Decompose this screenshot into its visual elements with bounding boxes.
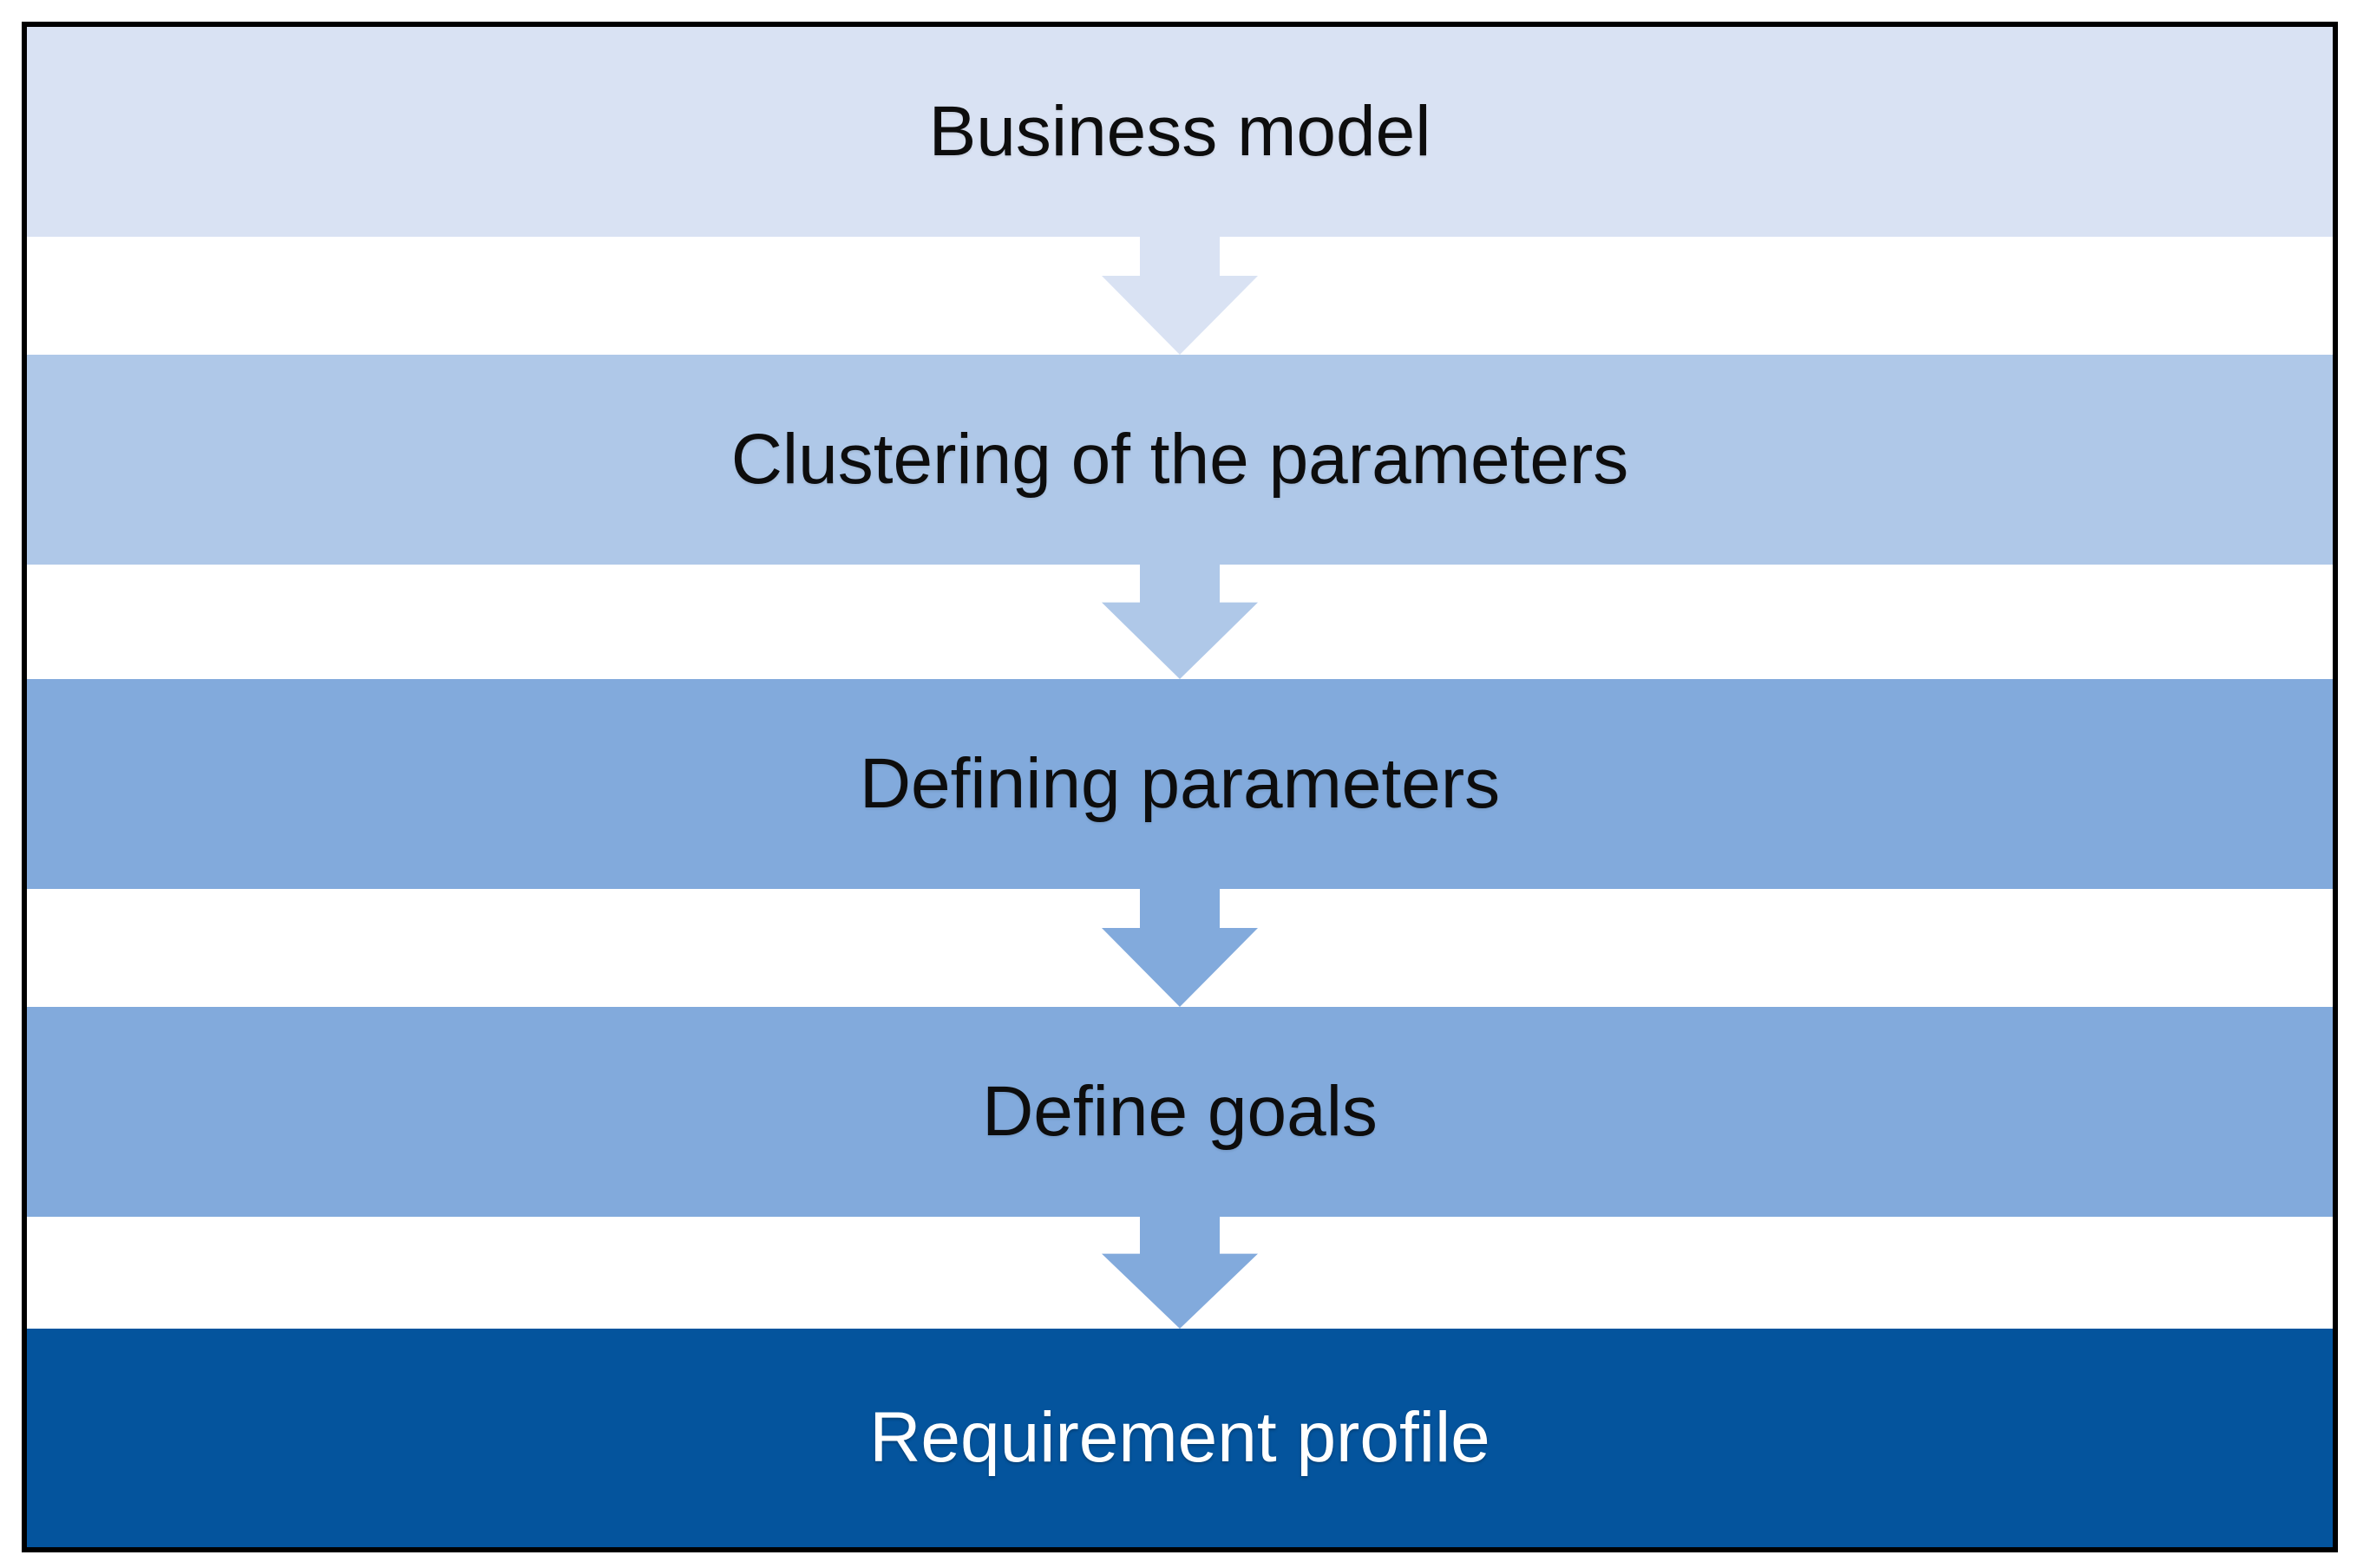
diagram-frame: Business model Clustering of the paramet… — [22, 22, 2338, 1552]
down-arrow-icon — [1102, 565, 1258, 679]
down-arrow-shape — [1102, 565, 1258, 679]
down-arrow-icon — [1102, 237, 1258, 355]
step-label: Define goals — [982, 1072, 1378, 1151]
step-label: Defining parameters — [859, 744, 1501, 823]
down-arrow-shape — [1102, 1217, 1258, 1329]
down-arrow-shape — [1102, 889, 1258, 1007]
down-arrow-icon — [1102, 889, 1258, 1007]
flow-arrow-row-4 — [27, 1217, 2333, 1329]
step-band-business-model: Business model — [27, 27, 2333, 237]
step-band-defining-parameters: Defining parameters — [27, 679, 2333, 889]
step-label: Business model — [928, 92, 1431, 171]
step-label: Requirement profile — [869, 1398, 1490, 1477]
flow-arrow-row-2 — [27, 565, 2333, 679]
down-arrow-shape — [1102, 237, 1258, 355]
step-band-clustering: Clustering of the parameters — [27, 355, 2333, 565]
down-arrow-icon — [1102, 1217, 1258, 1329]
step-label: Clustering of the parameters — [730, 420, 1629, 499]
step-band-define-goals: Define goals — [27, 1007, 2333, 1217]
flow-arrow-row-1 — [27, 237, 2333, 355]
flow-arrow-row-3 — [27, 889, 2333, 1007]
step-band-requirement-profile: Requirement profile — [27, 1329, 2333, 1547]
